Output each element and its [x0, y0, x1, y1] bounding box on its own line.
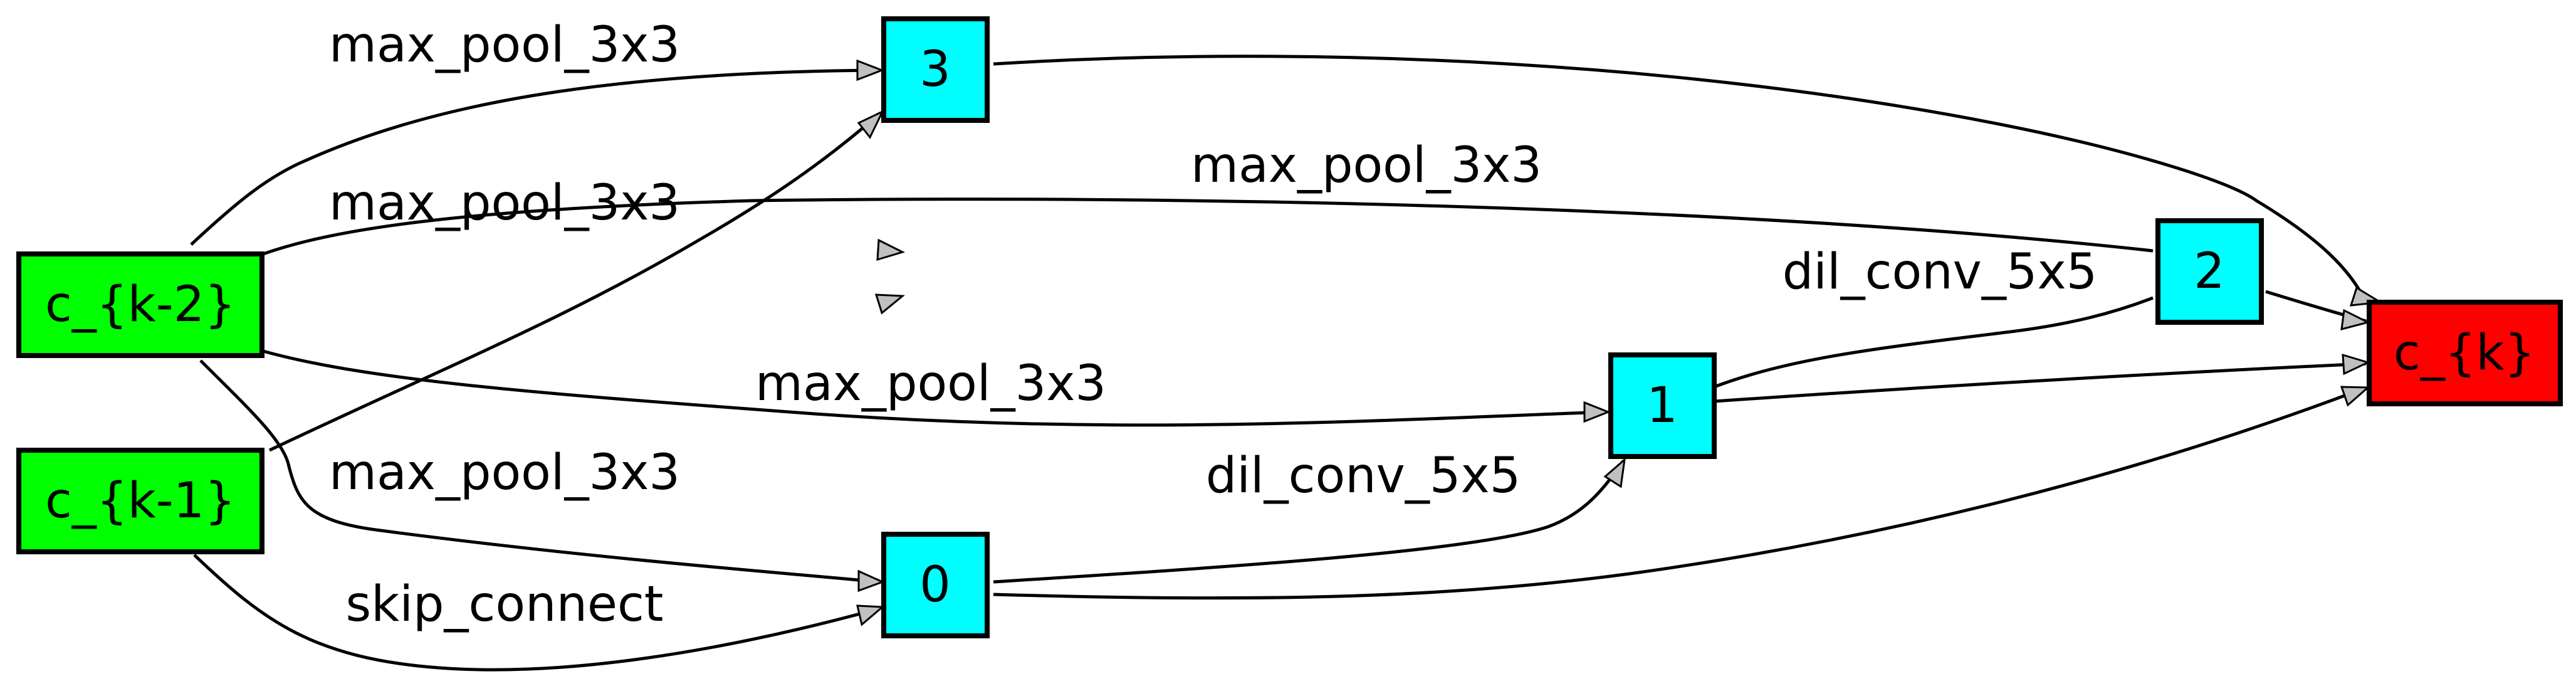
node-1-box: [1608, 352, 1717, 459]
node-3-box: [881, 16, 990, 123]
node-0-label: 0: [919, 557, 951, 613]
node-1-label: 1: [1647, 377, 1678, 434]
arrowhead-to-1-left: [1583, 401, 1611, 423]
edges: [190, 55, 2368, 672]
edge-0-to-1: [993, 460, 1625, 584]
node-ck1: c_{k-1}: [16, 448, 264, 554]
edge-ck2-to-0: [199, 359, 881, 584]
node-1: 1: [1608, 352, 1717, 459]
node-0: 0: [881, 532, 990, 638]
edge-ck2-to-1: [263, 349, 1606, 427]
edge-label-1-to-2: dil_conv_5x5: [1783, 244, 2097, 300]
arrowhead-to-ck-middle: [2342, 353, 2371, 376]
node-ck1-label: c_{k-1}: [45, 473, 236, 529]
node-ck2-box: [16, 251, 264, 358]
edge-label-ck2-to-0: max_pool_3x3: [329, 445, 680, 501]
arrowhead-to-ck-lower: [2340, 386, 2370, 407]
edge-ck1-to-3: [268, 112, 882, 452]
arrowhead-to-1-bottom: [1603, 457, 1626, 488]
node-ck-box: [2367, 300, 2563, 406]
edge-label-ck2-to-1-upper: max_pool_3x3: [329, 175, 680, 231]
edge-label-ck2-to-1: max_pool_3x3: [755, 356, 1106, 412]
edge-0-to-ck: [993, 387, 2364, 600]
edge-label-ck2-to-2: max_pool_3x3: [1191, 137, 1542, 194]
edge-label-ck1-to-0: skip_connect: [346, 576, 664, 633]
node-2-label: 2: [2194, 243, 2225, 300]
edge-3-to-ck: [993, 55, 2368, 303]
edge-label-ck2-to-3: max_pool_3x3: [329, 17, 680, 73]
node-ck2-label: c_{k-2}: [45, 277, 236, 333]
arrowhead-to-0-top: [857, 569, 885, 593]
node-ck: c_{k}: [2367, 300, 2563, 406]
arrowhead-to-2-lower: [874, 293, 905, 315]
node-ck2: c_{k-2}: [16, 251, 264, 358]
edge-1-to-ck: [1714, 362, 2367, 403]
edge-1-to-2: [1714, 296, 2154, 389]
edge-ck2-to-2: [263, 198, 2154, 256]
edge-labels: max_pool_3x3 max_pool_3x3 max_pool_3x3 m…: [329, 17, 2097, 633]
node-2-box: [2155, 218, 2264, 325]
edge-label-0-to-1: dil_conv_5x5: [1206, 448, 1521, 504]
arrowhead-to-3-left: [857, 109, 885, 139]
node-2: 2: [2155, 218, 2264, 325]
arrowhead-to-0-bottom: [856, 604, 885, 626]
arrowhead-to-ck-upper: [2340, 309, 2371, 331]
arrowhead-to-2-left: [876, 238, 906, 261]
arrowhead-to-3-top: [856, 59, 885, 82]
node-ck1-box: [16, 448, 264, 554]
node-3: 3: [881, 16, 990, 123]
edge-ck1-to-0: [193, 554, 881, 672]
node-0-box: [881, 532, 990, 638]
node-3-label: 3: [919, 41, 951, 98]
arrowheads: [856, 59, 2384, 626]
node-ck-label: c_{k}: [2394, 325, 2535, 381]
edge-ck2-to-3: [190, 68, 881, 246]
